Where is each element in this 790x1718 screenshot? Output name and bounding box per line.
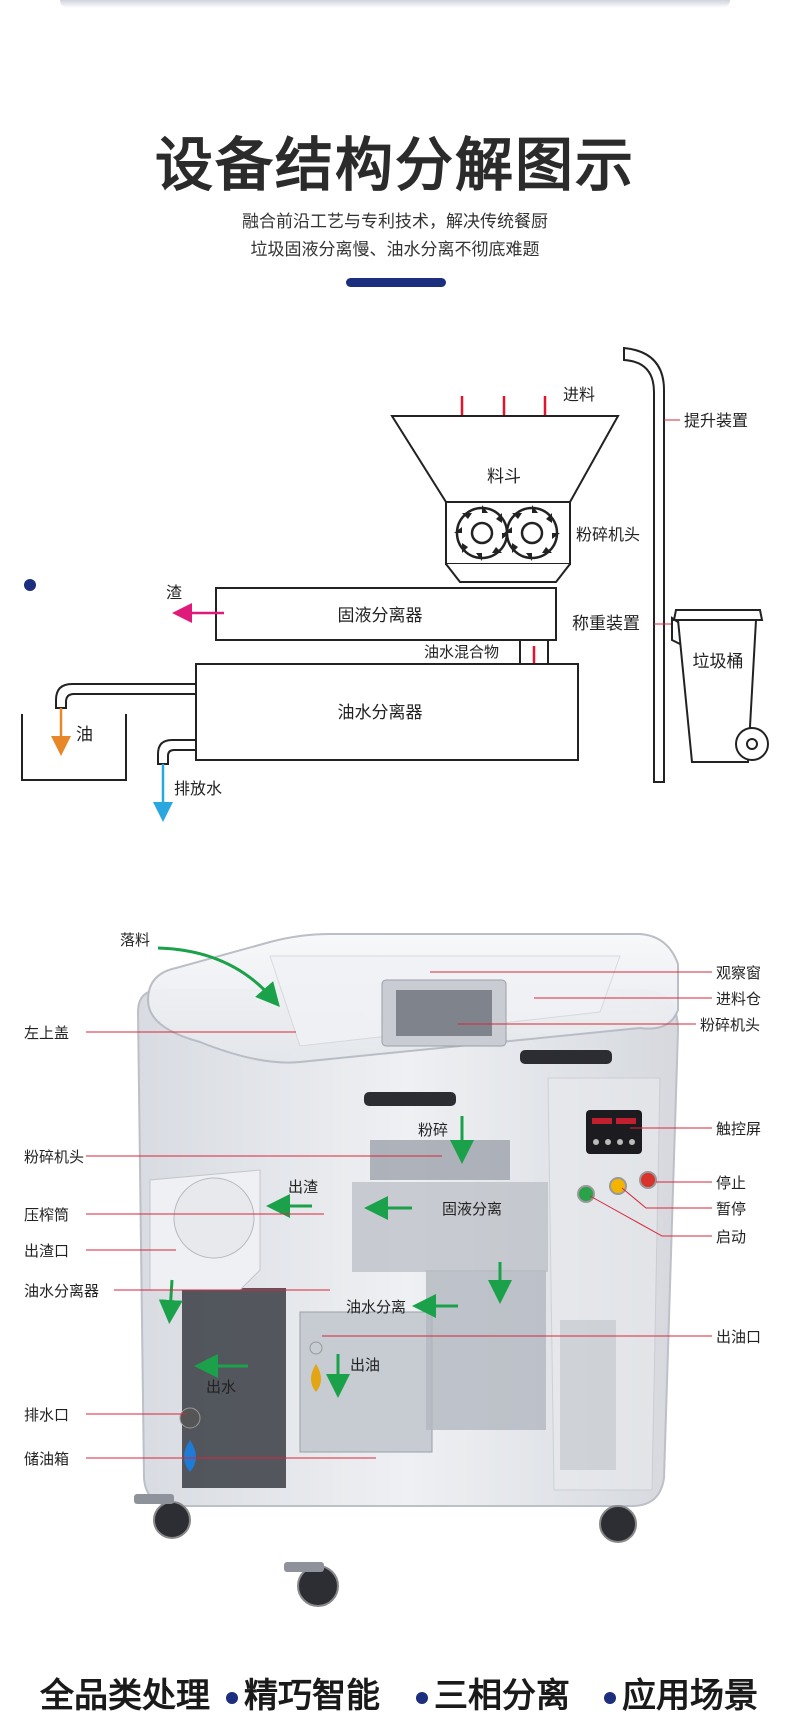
subtitle-line-2: 垃圾固液分离慢、油水分离不彻底难题: [250, 240, 540, 260]
bullet-dot-icon: [226, 1691, 238, 1704]
callout-stop: 停止: [716, 1174, 746, 1192]
right-lid-handle[interactable]: [520, 1050, 612, 1064]
bullet-dot-icon: [604, 1691, 616, 1704]
residue-label: 渣: [166, 583, 182, 602]
inner-label-crush: 粉碎: [418, 1121, 448, 1139]
callout-residue-outlet: 出渣口: [24, 1242, 69, 1260]
callout-oil-tank: 储油箱: [24, 1450, 69, 1468]
pause-button[interactable]: [609, 1177, 627, 1195]
callout-press-tube: 压榨筒: [24, 1206, 69, 1224]
callout-crusher-left: 粉碎机头: [24, 1148, 84, 1166]
hopper-label: 料斗: [487, 467, 521, 487]
crusher-gear-right-icon: [504, 505, 560, 561]
footer-item-3: 三相分离: [416, 1668, 570, 1717]
callout-left-lid: 左上盖: [24, 1024, 69, 1042]
bin-label: 垃圾桶: [693, 652, 744, 672]
stop-button[interactable]: [639, 1171, 657, 1189]
crusher-head: [445, 501, 571, 583]
oil-pipe: [55, 683, 197, 709]
start-button[interactable]: [577, 1185, 595, 1203]
callout-crusher-right: 粉碎机头: [700, 1016, 760, 1034]
callout-oil-outlet: 出油口: [716, 1328, 761, 1346]
weigh-label: 称重装置: [572, 614, 640, 634]
feed-label: 进料: [563, 385, 595, 404]
callout-pause: 暂停: [716, 1200, 746, 1218]
page-title: 设备结构分解图示: [154, 131, 635, 199]
footer-item-label: 全品类处理: [40, 1676, 210, 1716]
crusher-label: 粉碎机头: [576, 525, 640, 544]
drain-port: [179, 1407, 201, 1429]
top-edge-shadow: [60, 0, 730, 8]
subtitle-line-1: 融合前沿工艺与专利技术，解决传统餐厨: [242, 212, 548, 232]
lift-pipe: [623, 346, 665, 783]
oil-drop-icon: [311, 1364, 321, 1392]
mixture-label: 油水混合物: [424, 643, 499, 661]
footer-item-1: 全品类处理: [40, 1668, 210, 1717]
lift-label: 提升装置: [684, 411, 748, 430]
callout-touch-screen: 触控屏: [716, 1120, 761, 1138]
callout-window: 观察窗: [716, 964, 761, 982]
oil-water-label: 油水分离器: [338, 703, 423, 723]
crusher-gear-left-icon: [454, 505, 510, 561]
hopper: [390, 415, 620, 503]
machine-cutaway-diagram: 粉碎 出渣 固液分离 油水分离 出油 出水 落料 左上盖: [24, 931, 761, 1607]
garbage-bin-icon: [671, 609, 769, 763]
inner-label-water-out: 出水: [206, 1378, 236, 1396]
flow-arrows: [157, 946, 512, 1398]
oil-outlet: [309, 1341, 323, 1355]
inner-label-oil-out: 出油: [350, 1356, 380, 1374]
drain-label: 排放水: [174, 779, 222, 798]
wheels: [134, 1494, 637, 1607]
footer-item-2: 精巧智能: [226, 1668, 380, 1717]
callout-oil-water-separator: 油水分离器: [24, 1282, 99, 1300]
left-lid-handle[interactable]: [364, 1092, 456, 1106]
footer-item-label: 精巧智能: [244, 1676, 380, 1716]
footer-item-label: 三相分离: [434, 1676, 570, 1716]
machine-body: [136, 989, 680, 1507]
inner-label-solid-liquid: 固液分离: [442, 1200, 502, 1218]
accent-bar: [346, 278, 446, 287]
oil-label: 油: [76, 725, 93, 745]
machine-lid: [146, 933, 679, 1064]
callout-drop: 落料: [120, 931, 150, 949]
touch-screen[interactable]: [586, 1110, 642, 1154]
callout-lines-right: [322, 971, 712, 1337]
oil-water-separator: [195, 663, 579, 761]
oil-container: [21, 714, 127, 781]
process-flow-diagram: 进料 料斗 粉碎机头 提升装置 固液分离器: [21, 346, 769, 822]
callout-feed-bin: 进料仓: [716, 990, 761, 1008]
water-drop-icon: [184, 1440, 196, 1472]
inner-label-oil-water: 油水分离: [346, 1298, 406, 1316]
section-dot: [24, 579, 36, 591]
drain-pipe: [157, 739, 197, 765]
bullet-dot-icon: [416, 1691, 428, 1704]
inner-label-residue-out: 出渣: [288, 1178, 318, 1196]
callout-drain-port: 排水口: [24, 1406, 69, 1424]
callout-lines-left: [86, 1031, 442, 1459]
callout-start: 启动: [716, 1228, 746, 1246]
footer-item-4: 应用场景: [604, 1668, 758, 1717]
solid-liquid-label: 固液分离器: [338, 606, 423, 626]
footer-item-label: 应用场景: [622, 1676, 758, 1716]
